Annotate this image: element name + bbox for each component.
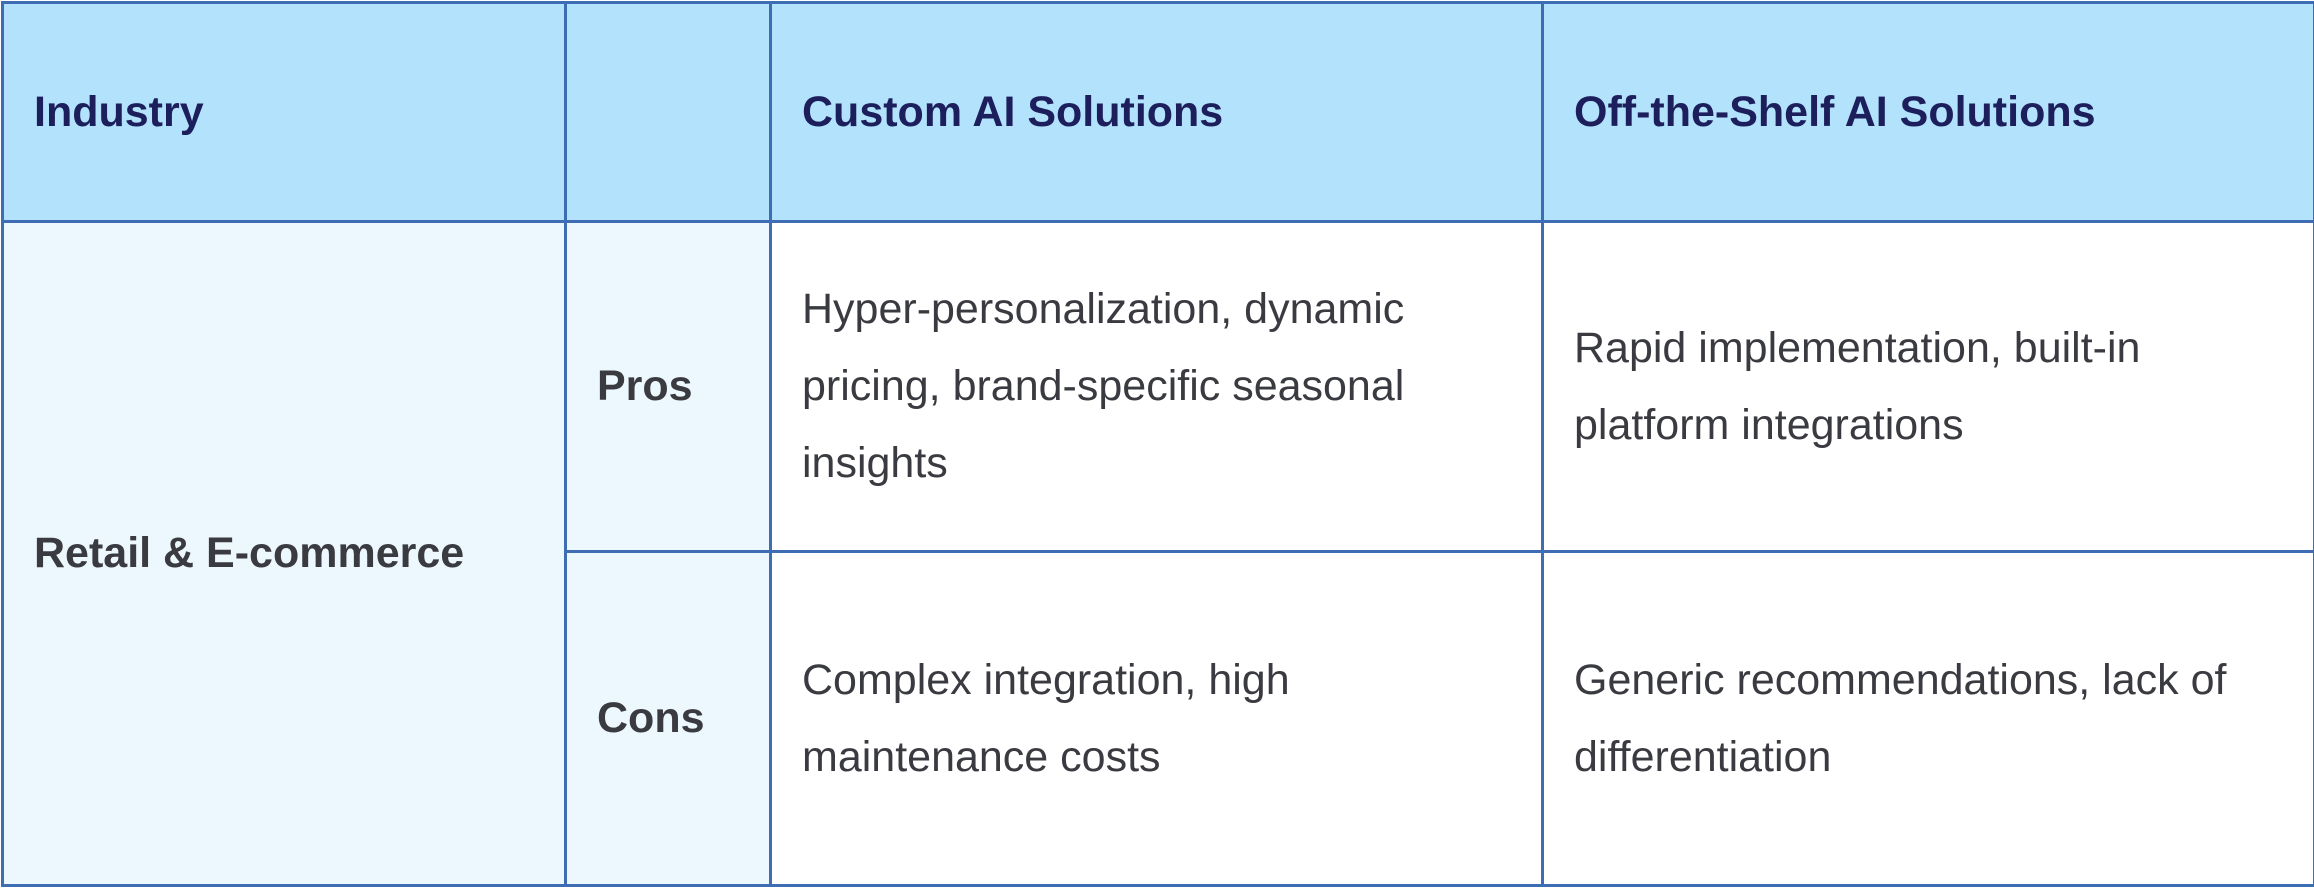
header-off-the-shelf-ai: Off-the-Shelf AI Solutions <box>1543 3 2314 222</box>
industry-cell: Retail & E-commerce <box>3 222 566 886</box>
custom-pros-cell: Hyper-personalization, dynamic pricing, … <box>771 222 1543 552</box>
header-custom-ai: Custom AI Solutions <box>771 3 1543 222</box>
table-row-pros: Retail & E-commerce Pros Hyper-personali… <box>3 222 2314 552</box>
custom-cons-cell: Complex integration, high maintenance co… <box>771 552 1543 886</box>
header-industry: Industry <box>3 3 566 222</box>
off-the-shelf-cons-cell: Generic recommendations, lack of differe… <box>1543 552 2314 886</box>
pros-label: Pros <box>566 222 771 552</box>
cons-label: Cons <box>566 552 771 886</box>
header-row: Industry Custom AI Solutions Off-the-She… <box>3 3 2314 222</box>
header-aspect <box>566 3 771 222</box>
off-the-shelf-pros-cell: Rapid implementation, built-in platform … <box>1543 222 2314 552</box>
